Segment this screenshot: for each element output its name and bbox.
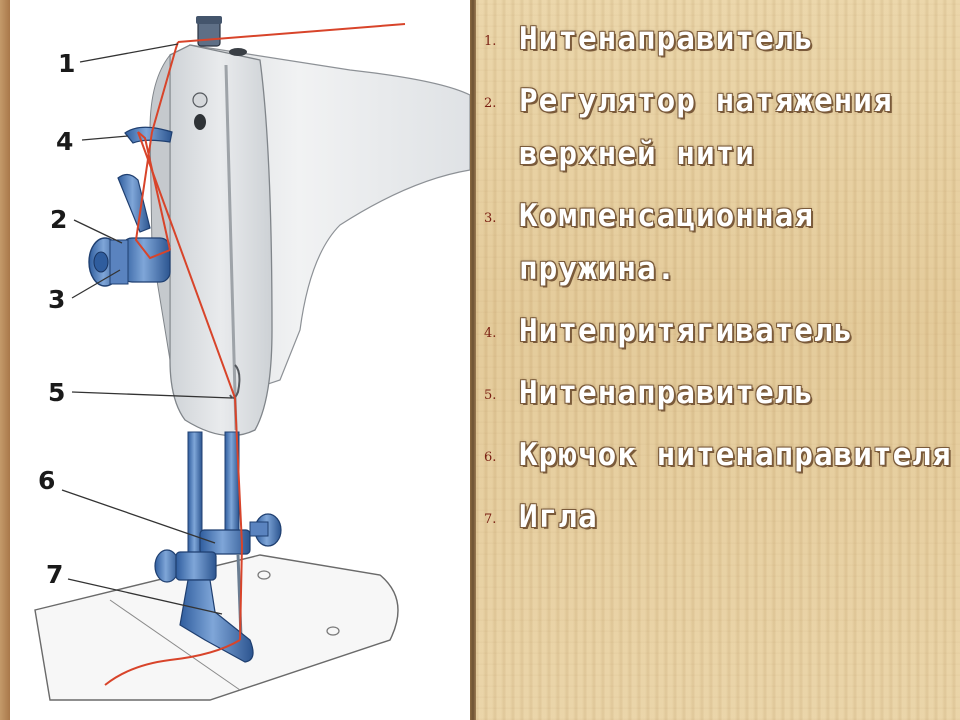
legend-panel: 1. Нитенаправитель 2. Регулятор натяжени… xyxy=(476,0,960,720)
face-screw xyxy=(192,92,208,108)
legend-label: Крючок нитенаправителя xyxy=(519,437,952,473)
legend-label: Нитенаправитель xyxy=(519,21,814,57)
callout-5: 5 xyxy=(48,378,66,407)
legend-label: Игла xyxy=(519,499,598,535)
legend-number: 7. xyxy=(484,512,497,527)
legend-label: Компенсационная пружина. xyxy=(519,198,814,287)
base-plate-screw xyxy=(257,570,271,580)
legend-number: 1. xyxy=(484,34,497,49)
callout-1: 1 xyxy=(58,49,76,78)
legend-number: 4. xyxy=(484,326,497,341)
legend-number: 6. xyxy=(484,450,497,465)
legend-number: 5. xyxy=(484,388,497,403)
tension-cylinder xyxy=(121,237,171,283)
presser-foot xyxy=(179,579,254,663)
legend-label: Нитенаправитель xyxy=(519,375,814,411)
base-plate-screw xyxy=(326,626,340,636)
tension-spring-arm xyxy=(117,173,151,233)
legend-item: 5. Нитенаправитель xyxy=(484,367,952,420)
legend-list: 1. Нитенаправитель 2. Регулятор натяжени… xyxy=(484,13,952,553)
sewing-machine-diagram: 1 4 2 3 5 6 7 xyxy=(10,0,470,720)
legend-number: 2. xyxy=(484,96,497,111)
upper-thread xyxy=(104,23,406,686)
legend-label: Нитепритягиватель xyxy=(519,313,854,349)
callout-leader-lines xyxy=(61,43,233,615)
legend-number: 3. xyxy=(484,211,497,226)
head-seam xyxy=(224,64,238,431)
needle-clamp xyxy=(199,529,251,555)
legend-item: 3. Компенсационная пружина. xyxy=(484,190,952,296)
sewing-machine-illustration xyxy=(34,16,470,701)
slide-left-border xyxy=(0,0,10,720)
take-up-lever xyxy=(124,126,173,144)
callout-2: 2 xyxy=(50,205,68,234)
face-slot xyxy=(194,114,206,130)
legend-item: 1. Нитенаправитель xyxy=(484,13,952,66)
panel-divider xyxy=(470,0,476,720)
callout-6: 6 xyxy=(38,466,56,495)
callout-3: 3 xyxy=(48,285,66,314)
base-plate-inner-line xyxy=(109,599,241,691)
callout-4: 4 xyxy=(56,127,74,156)
legend-item: 4. Нитепритягиватель xyxy=(484,305,952,358)
lower-thread-guide xyxy=(229,364,241,399)
legend-item: 6. Крючок нитенаправителя xyxy=(484,429,952,482)
machine-head-front xyxy=(169,44,273,437)
callout-7: 7 xyxy=(46,560,64,589)
oil-hole xyxy=(229,48,247,56)
legend-item: 7. Игла xyxy=(484,491,952,544)
legend-label: Регулятор натяжения верхней нити xyxy=(519,83,893,172)
legend-item: 2. Регулятор натяжения верхней нити xyxy=(484,75,952,181)
